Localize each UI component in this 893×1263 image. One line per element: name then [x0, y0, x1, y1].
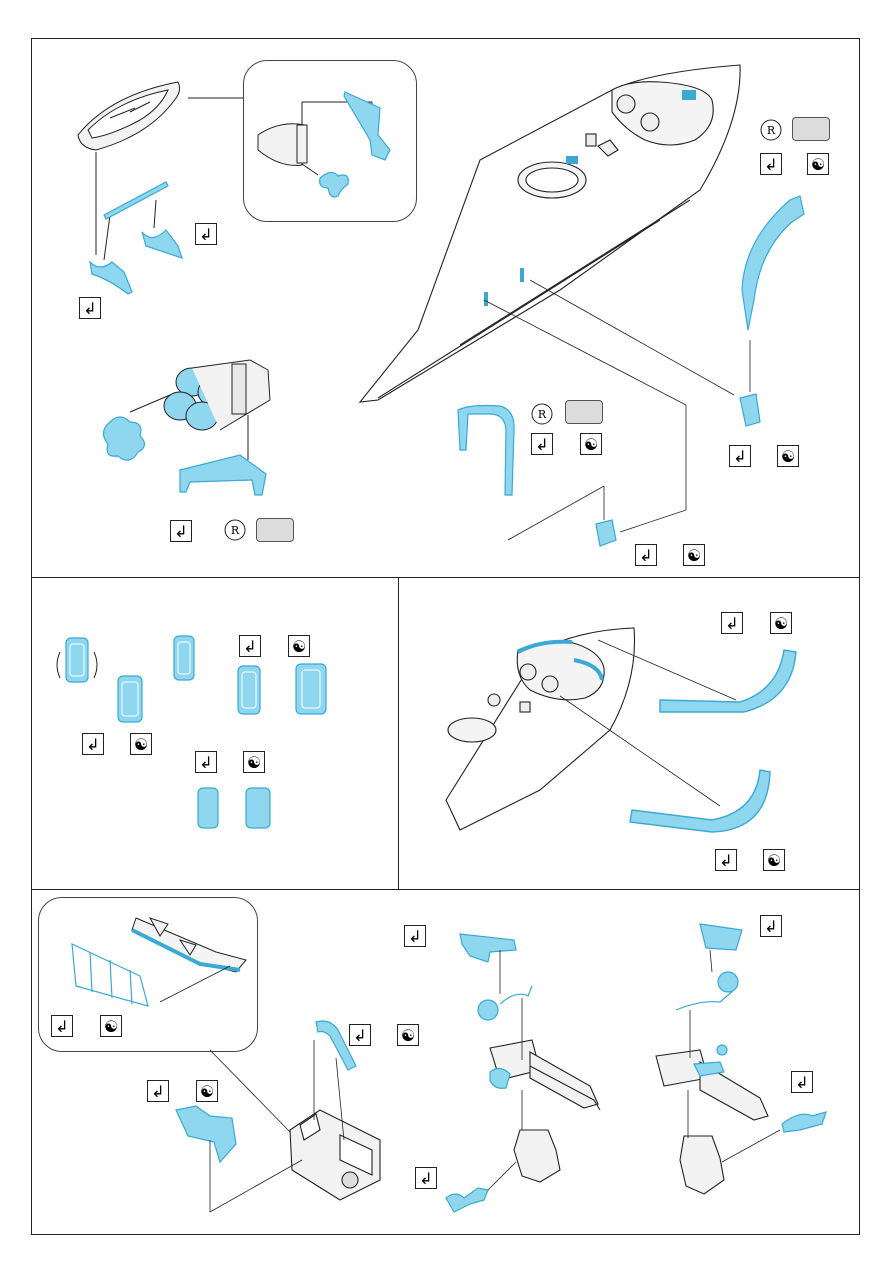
bend-icon: ↲	[195, 223, 217, 245]
fold-both-sides-icon: ☯	[243, 751, 265, 773]
lifeboat	[77, 81, 181, 151]
fold-both-sides-icon: ☯	[770, 612, 792, 634]
instruction-sheet-frame	[31, 38, 860, 1235]
bend-icon: ↲	[239, 635, 261, 657]
bend-icon: ↲	[79, 297, 101, 319]
bend-icon: ↲	[147, 1080, 169, 1102]
fold-both-sides-icon: ☯	[397, 1024, 419, 1046]
bend-icon: ↲	[635, 544, 657, 566]
grey-part-swatch	[256, 518, 294, 542]
bend-icon: ↲	[195, 751, 217, 773]
fold-both-sides-icon: ☯	[196, 1080, 218, 1102]
bend-icon: ↲	[170, 520, 192, 542]
panel-divider-top	[31, 577, 860, 578]
svg-text:R: R	[231, 524, 240, 537]
bend-icon: ↲	[721, 612, 743, 634]
svg-text:R: R	[538, 408, 547, 421]
grey-part-swatch	[792, 117, 830, 141]
bend-icon: ↲	[760, 153, 782, 175]
bend-icon: ↲	[531, 433, 553, 455]
panel-divider-middle	[398, 577, 399, 889]
fold-both-sides-icon: ☯	[580, 433, 602, 455]
fold-both-sides-icon: ☯	[683, 544, 705, 566]
bend-icon: ↲	[760, 915, 782, 937]
fold-both-sides-icon: ☯	[100, 1015, 122, 1037]
fold-both-sides-icon: ☯	[130, 733, 152, 755]
bend-icon: ↲	[51, 1015, 73, 1037]
grey-part-swatch	[565, 400, 603, 424]
svg-text:R: R	[767, 124, 776, 137]
registered-mark-icon: R	[760, 119, 782, 141]
fold-both-sides-icon: ☯	[763, 849, 785, 871]
bend-icon: ↲	[715, 849, 737, 871]
bend-icon: ↲	[791, 1071, 813, 1093]
bend-icon: ↲	[415, 1167, 437, 1189]
bend-icon: ↲	[349, 1024, 371, 1046]
panel-divider-bottom	[31, 889, 860, 890]
registered-mark-icon: R	[224, 519, 246, 541]
bend-icon: ↲	[404, 925, 426, 947]
registered-mark-icon: R	[531, 403, 553, 425]
fold-both-sides-icon: ☯	[807, 153, 829, 175]
bend-icon: ↲	[729, 445, 751, 467]
depth-charge-rack	[163, 359, 271, 431]
boat-cradles	[89, 181, 183, 295]
fold-both-sides-icon: ☯	[777, 445, 799, 467]
fold-both-sides-icon: ☯	[288, 635, 310, 657]
bend-icon: ↲	[82, 733, 104, 755]
